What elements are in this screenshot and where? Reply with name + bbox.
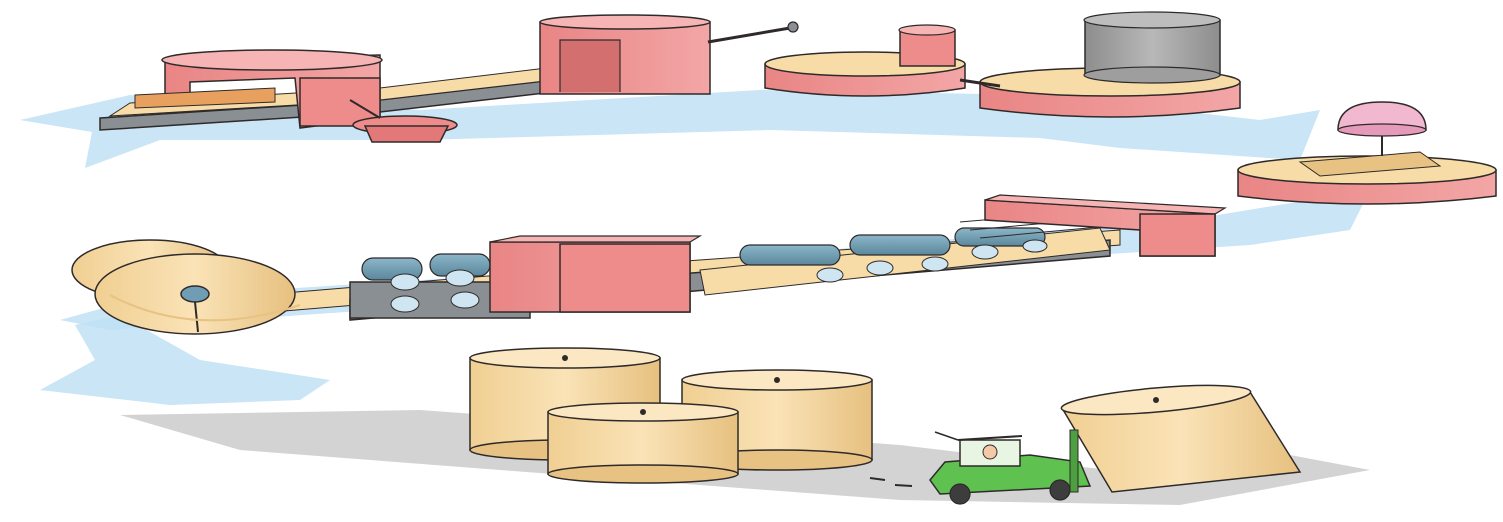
dryer-calender-line: [72, 195, 1225, 334]
mixing-tank-icon: [765, 25, 965, 96]
press-machine-icon: [540, 15, 798, 94]
press-machine-icon: [490, 236, 700, 312]
dome-hood-icon: [1338, 102, 1426, 156]
refiner-tank-icon: [960, 12, 1240, 117]
paper-roll-icon: [548, 403, 738, 483]
